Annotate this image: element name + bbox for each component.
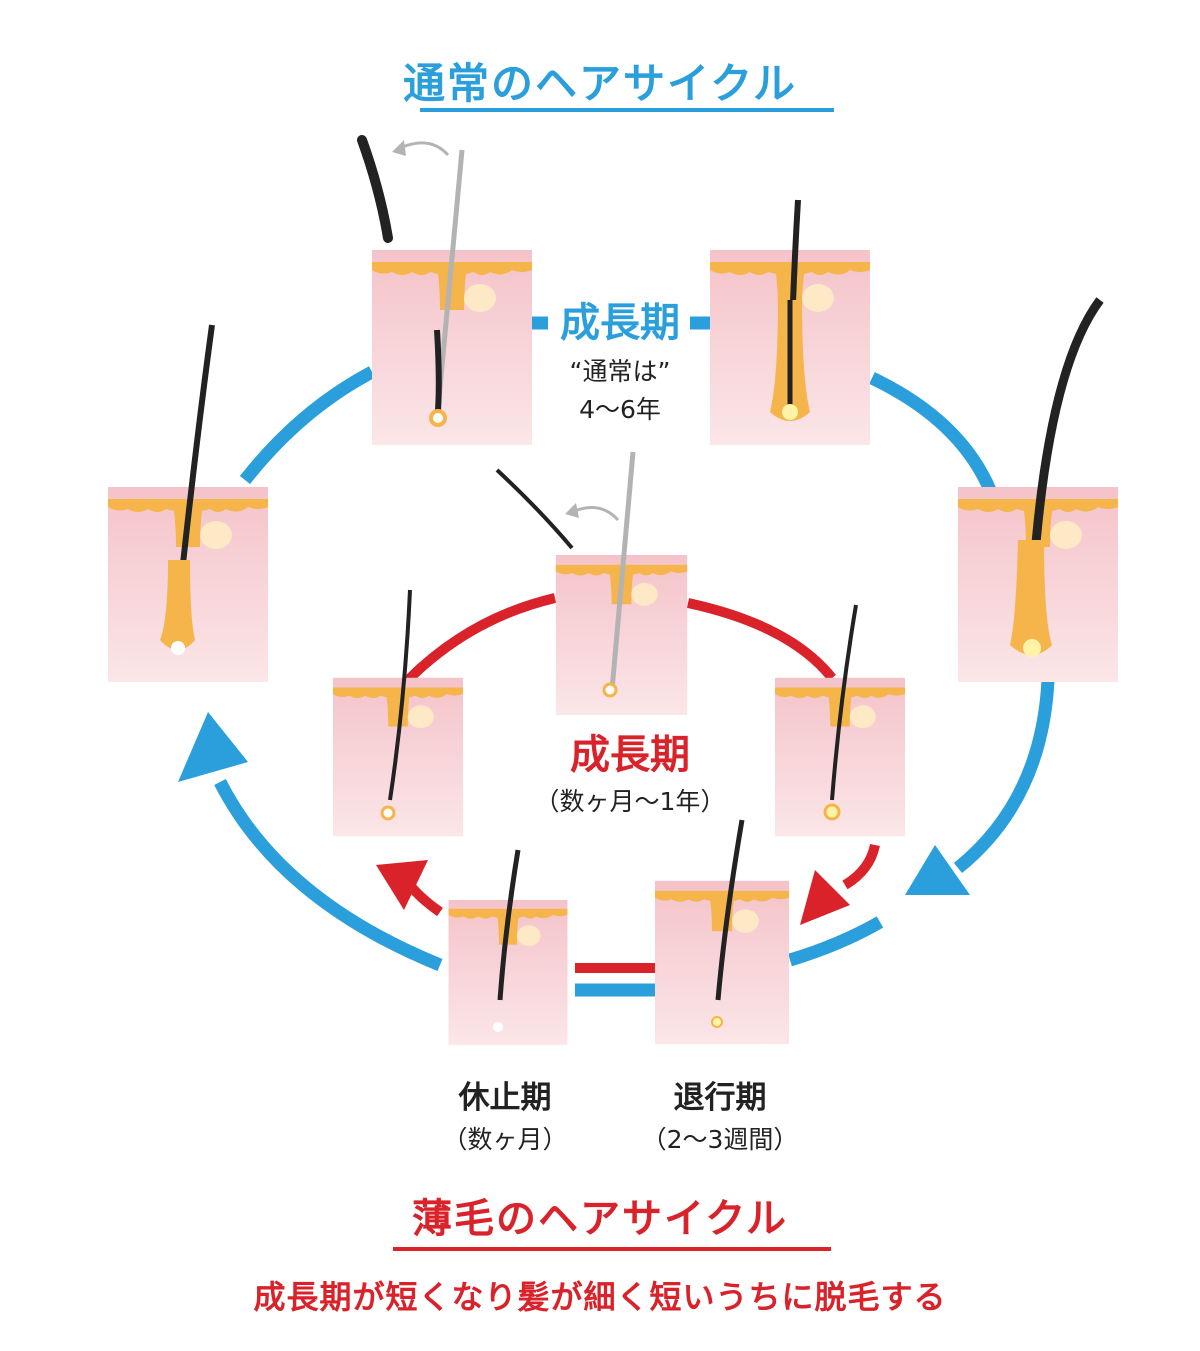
panel-thin-shedding [495,451,688,715]
normal-cycle-arrowhead-right [905,845,970,895]
resting-phase-duration: （数ヶ月） [442,1125,568,1154]
normal-growth-duration: 4〜6年 [579,395,661,424]
thin-growth-duration: （数ヶ月〜1年） [534,787,726,816]
panel-thin-growth [775,604,905,837]
panel-resting [448,849,568,1045]
normal-cycle-title-underline [420,108,834,112]
resting-phase-label: 休止期 [458,1080,552,1116]
normal-cycle-ring [214,316,1055,997]
thinning-cycle-title-underline [393,1247,831,1251]
thin-growth-label: 成長期 [570,732,690,778]
thinning-cycle-title: 薄毛のヘアサイクル [412,1196,788,1242]
normal-cycle-arrowhead-left [178,712,248,782]
panel-normal-shedding [357,135,532,445]
normal-cycle-title: 通常のヘアサイクル [403,59,797,108]
panel-normal-growth-full [958,297,1118,682]
thinning-cycle-arrowhead-right [800,870,850,925]
panel-normal-growth-early [710,199,870,445]
panel-thin-new-growth [333,589,463,837]
thinning-cycle-arrowhead-left [376,860,428,910]
normal-growth-label: 成長期 [560,300,680,346]
thinning-cycle-ring [404,593,880,973]
panel-normal-new-growth [108,324,268,682]
regression-phase-duration: （2〜3週間） [641,1125,799,1154]
regression-phase-label: 退行期 [673,1080,767,1116]
normal-growth-duration-note: “通常は” [569,357,671,386]
panel-regression [655,819,789,1045]
thinning-cycle-note: 成長期が短くなり髪が細く短いうちに脱毛する [253,1278,947,1316]
